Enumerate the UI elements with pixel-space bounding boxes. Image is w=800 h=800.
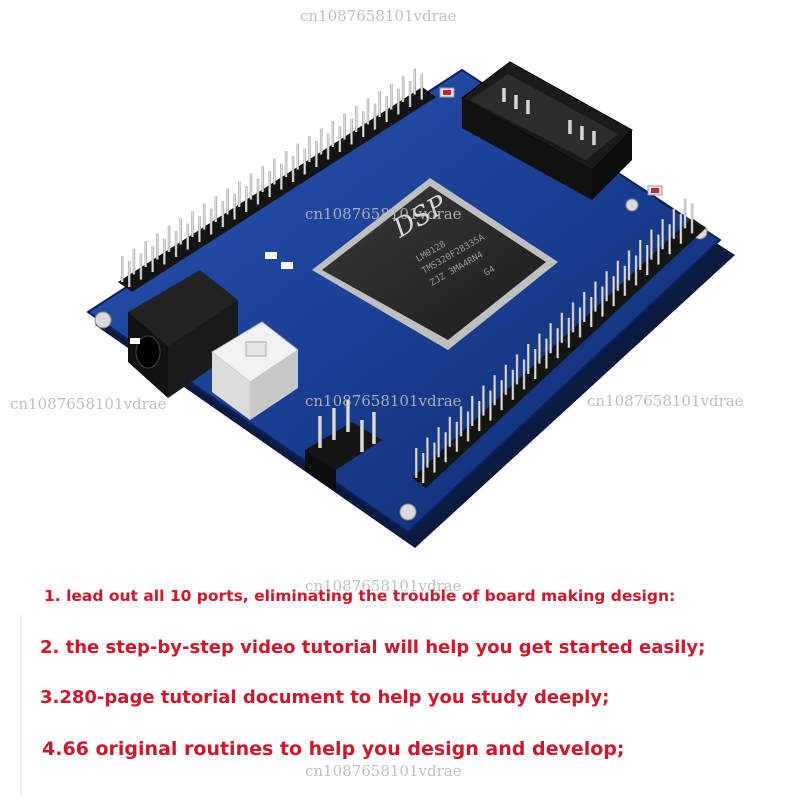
- divider: [20, 615, 22, 795]
- watermark: cn1087658101vdrae: [305, 762, 462, 780]
- watermark: cn1087658101vdrae: [300, 7, 457, 25]
- feature-item-2: 2. the step-by-step video tutorial will …: [40, 637, 706, 658]
- mount-hole: [399, 503, 417, 521]
- watermark: cn1087658101vdrae: [305, 392, 462, 410]
- watermark: cn1087658101vdrae: [305, 205, 462, 223]
- power-switch: [211, 321, 299, 420]
- product-photo: DSP LM0128 TMS320F28335A ZJZ 3MA4RN4 G4: [86, 61, 735, 548]
- watermark: cn1087658101vdrae: [587, 392, 744, 410]
- feature-item-3: 3.280-page tutorial document to help you…: [40, 687, 610, 708]
- feature-list: 1. lead out all 10 ports, eliminating th…: [0, 575, 800, 800]
- silkscreen: [130, 252, 293, 344]
- chip-marking-4: G4: [483, 265, 497, 279]
- watermark: cn1087658101vdrae: [305, 577, 462, 595]
- pin-header-small: [305, 400, 382, 492]
- feature-item-4: 4.66 original routines to help you desig…: [42, 738, 625, 760]
- dsp-chip: DSP LM0128 TMS320F28335A ZJZ 3MA4RN4 G4: [312, 178, 558, 350]
- jtag-connector: [461, 61, 633, 200]
- power-jack: [128, 270, 238, 398]
- header-pins-right: [412, 198, 706, 488]
- mount-hole: [625, 198, 639, 212]
- mount-hole: [94, 311, 112, 329]
- header-pins-left: [118, 68, 437, 292]
- watermark: cn1087658101vdrae: [10, 395, 167, 413]
- feature-item-1: 1. lead out all 10 ports, eliminating th…: [44, 587, 676, 605]
